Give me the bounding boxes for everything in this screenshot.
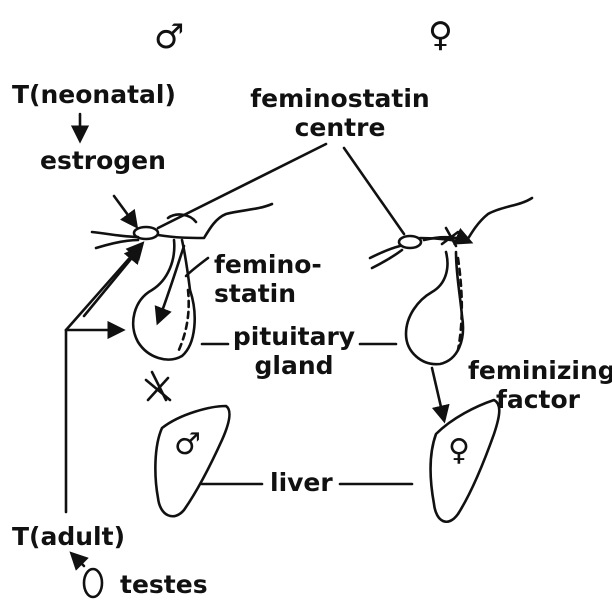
- male-liver-symbol: ♂: [174, 430, 201, 460]
- feminostatin-centre-line-male: [158, 144, 326, 228]
- female-brain-outline-left: [370, 246, 400, 258]
- pituitary-label-line1: pituitary: [232, 322, 356, 351]
- liver-label: liver: [270, 468, 333, 497]
- feminostatin-centre-line-female: [344, 148, 404, 234]
- t-neonatal-label: T(neonatal): [12, 80, 176, 109]
- feminostatin-centre-label-line1: feminostatin: [250, 84, 430, 113]
- t-adult-label: T(adult): [12, 522, 125, 551]
- feminostatin-label-line2: statin: [214, 279, 322, 308]
- feminizing-label-line1: feminizing: [468, 356, 608, 385]
- female-pituitary-gland: [406, 252, 463, 364]
- male-brain-outline-left: [92, 232, 138, 237]
- feminostatin-centre-label: feminostatin centre: [250, 84, 430, 142]
- pituitary-gland-label: pituitary gland: [232, 322, 356, 380]
- pituitary-label-line2: gland: [232, 351, 356, 380]
- male-feminostatin-centre: [134, 227, 158, 239]
- male-pituitary-gland: [133, 240, 194, 360]
- feminostatin-centre-label-line2: centre: [250, 113, 430, 142]
- male-pituitary-dashed-division: [178, 290, 189, 352]
- female-hypothalamus-line: [420, 198, 532, 242]
- male-symbol: ♂: [154, 20, 184, 54]
- male-feminostatin-arrow: [158, 246, 184, 322]
- feminizing-label-line2: factor: [468, 385, 608, 414]
- testes-shape: [84, 569, 102, 597]
- feminostatin-label-line1: femino-: [214, 250, 322, 279]
- female-brain-outline-left2: [372, 250, 402, 268]
- testes-arrow: [72, 554, 84, 566]
- estrogen-label: estrogen: [40, 146, 166, 175]
- female-liver-symbol: ♀: [448, 436, 470, 466]
- female-symbol: ♀: [428, 18, 453, 52]
- feminostatin-pointer-line: [186, 258, 208, 276]
- male-brain-outline-left2: [96, 240, 138, 248]
- testes-label: testes: [120, 570, 208, 599]
- male-hypothalamus-line: [158, 204, 272, 238]
- feminostatin-label: femino- statin: [214, 250, 322, 308]
- feminizing-factor-arrow: [432, 368, 444, 420]
- female-feminostatin-centre: [399, 236, 421, 248]
- estrogen-arrow: [114, 196, 136, 226]
- feminizing-factor-label: feminizing factor: [468, 356, 608, 414]
- t-adult-to-centre-arrow-2: [84, 248, 140, 316]
- t-adult-to-centre-arrow: [66, 244, 142, 330]
